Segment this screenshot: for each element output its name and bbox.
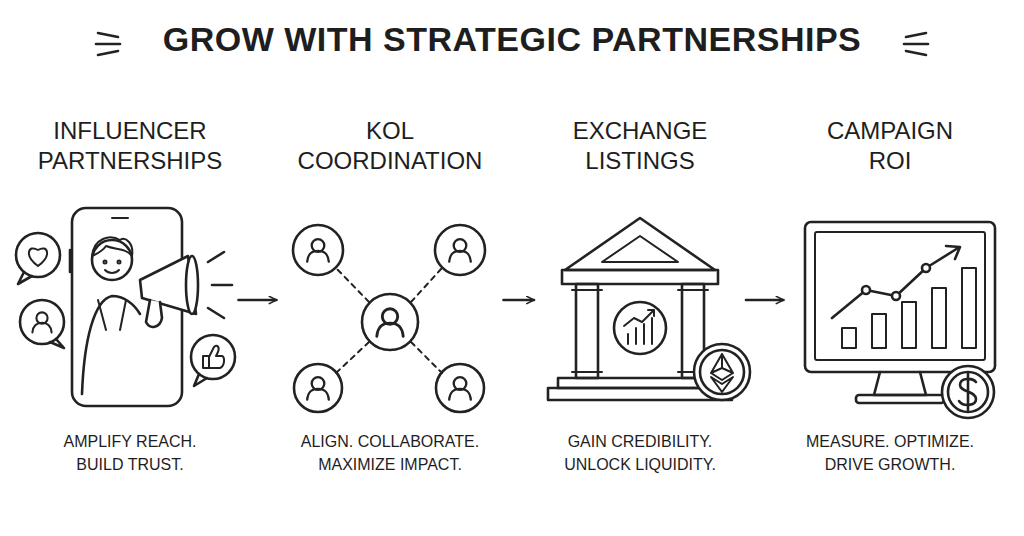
flow-arrow: [239, 299, 277, 302]
step-heading: KOL COORDINATION: [283, 116, 498, 176]
flow-arrow: [504, 299, 535, 302]
step-tagline: AMPLIFY REACH. BUILD TRUST.: [50, 430, 210, 476]
phone-influencer: [16, 208, 235, 406]
step-column: KOL COORDINATION ALIGN. COLLABORATE. MAXI…: [281, 116, 500, 486]
step-heading: CAMPAIGN ROI: [815, 116, 965, 176]
step-heading: EXCHANGE LISTINGS: [540, 116, 740, 176]
step-heading: INFLUENCER PARTNERSHIPS: [28, 116, 233, 176]
roi-monitor: [805, 222, 995, 418]
exchange-building: [548, 218, 750, 400]
diagram-title: GROW WITH STRATEGIC PARTNERSHIPS: [0, 20, 1024, 59]
step-column: EXCHANGE LISTINGS GAIN CREDIBILITY. UNLOC…: [538, 116, 742, 486]
step-column: INFLUENCER PARTNERSHIPS AMPLIFY REACH. BU…: [26, 116, 235, 486]
kol-network: [293, 225, 485, 412]
step-tagline: MEASURE. OPTIMIZE. DRIVE GROWTH.: [790, 430, 990, 476]
step-tagline: ALIGN. COLLABORATE. MAXIMIZE IMPACT.: [288, 430, 493, 476]
flow-arrow: [746, 299, 784, 302]
step-column: CAMPAIGN ROI MEASURE. OPTIMIZE. DRIVE GRO…: [788, 116, 993, 486]
step-tagline: GAIN CREDIBILITY. UNLOCK LIQUIDITY.: [548, 430, 733, 476]
